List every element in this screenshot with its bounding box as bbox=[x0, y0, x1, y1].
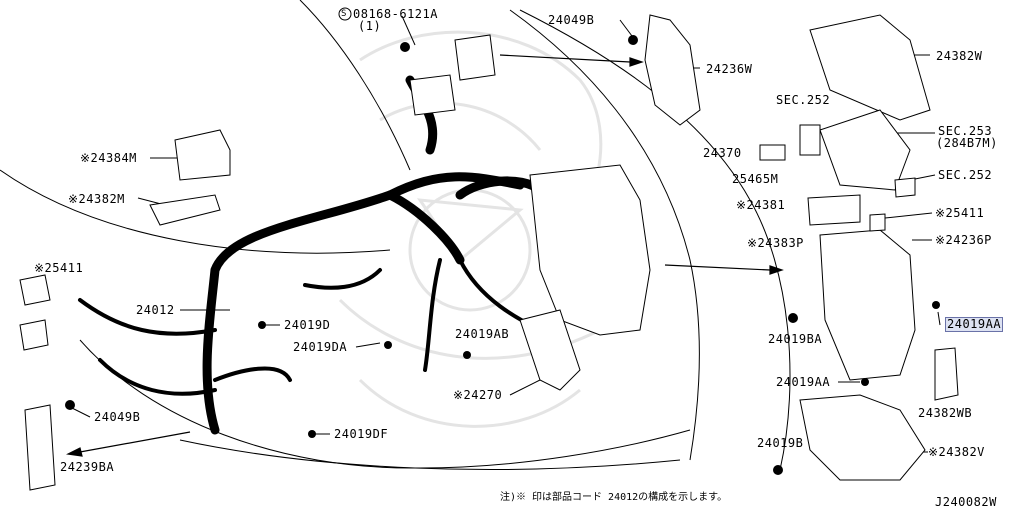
wire-harness-24012 bbox=[202, 75, 545, 435]
hood-outline bbox=[0, 0, 791, 471]
part-label-24019aa-highlighted[interactable]: 24019AA bbox=[945, 317, 1004, 332]
part-label-24382w[interactable]: 24382W bbox=[936, 49, 983, 63]
sec-label-252-a[interactable]: SEC.252 bbox=[776, 93, 831, 107]
part-label-24370[interactable]: 24370 bbox=[703, 146, 742, 160]
part-label-24381[interactable]: ※24381 bbox=[736, 198, 786, 212]
part-label-24019ba[interactable]: 24019BA bbox=[768, 332, 823, 346]
part-label-24236w[interactable]: 24236W bbox=[706, 62, 753, 76]
part-label-25465m[interactable]: 25465M bbox=[732, 172, 779, 186]
part-label-24019b[interactable]: 24019B bbox=[757, 436, 804, 450]
part-label-24382v[interactable]: ※24382V bbox=[928, 445, 985, 459]
part-label-08168-6121a[interactable]: 08168-6121A bbox=[353, 7, 438, 21]
part-label-24019ab[interactable]: 24019AB bbox=[455, 327, 510, 341]
part-label-24019d[interactable]: 24019D bbox=[284, 318, 331, 332]
part-label-24382wb[interactable]: 24382WB bbox=[918, 406, 973, 420]
part-label-24270[interactable]: ※24270 bbox=[453, 388, 503, 402]
diagram-code: J240082W bbox=[935, 495, 997, 509]
part-label-24049b-top[interactable]: 24049B bbox=[548, 13, 595, 27]
part-label-24236p[interactable]: ※24236P bbox=[935, 233, 992, 247]
part-label-24019aa[interactable]: 24019AA bbox=[776, 375, 831, 389]
part-label-24383p[interactable]: ※24383P bbox=[747, 236, 804, 250]
sec-label-253[interactable]: SEC.253 bbox=[938, 124, 993, 138]
part-label-24239ba[interactable]: 24239BA bbox=[60, 460, 115, 474]
leader-lines bbox=[71, 15, 941, 453]
part-qty-08168: (1) bbox=[358, 19, 382, 33]
part-label-24012[interactable]: 24012 bbox=[136, 303, 175, 317]
footnote: 注)※ 印は部品コード 24012の構成を示します。 bbox=[500, 492, 728, 503]
part-label-25411-right[interactable]: ※25411 bbox=[935, 206, 985, 220]
component-shapes bbox=[19, 14, 959, 491]
part-label-24019df[interactable]: 24019DF bbox=[334, 427, 389, 441]
part-label-24382m[interactable]: ※24382M bbox=[68, 192, 125, 206]
screw-s-symbol: S bbox=[341, 9, 347, 19]
sec-label-253-sub: (284B7M) bbox=[936, 136, 998, 150]
arrows bbox=[66, 54, 784, 457]
bolts bbox=[65, 35, 940, 475]
sec-label-252-b[interactable]: SEC.252 bbox=[938, 168, 993, 182]
part-label-25411-left[interactable]: ※25411 bbox=[34, 261, 84, 275]
part-label-24019da[interactable]: 24019DA bbox=[293, 340, 348, 354]
screw-symbol bbox=[338, 7, 352, 21]
part-label-24049b-bottom[interactable]: 24049B bbox=[94, 410, 141, 424]
part-label-24384m[interactable]: ※24384M bbox=[80, 151, 137, 165]
